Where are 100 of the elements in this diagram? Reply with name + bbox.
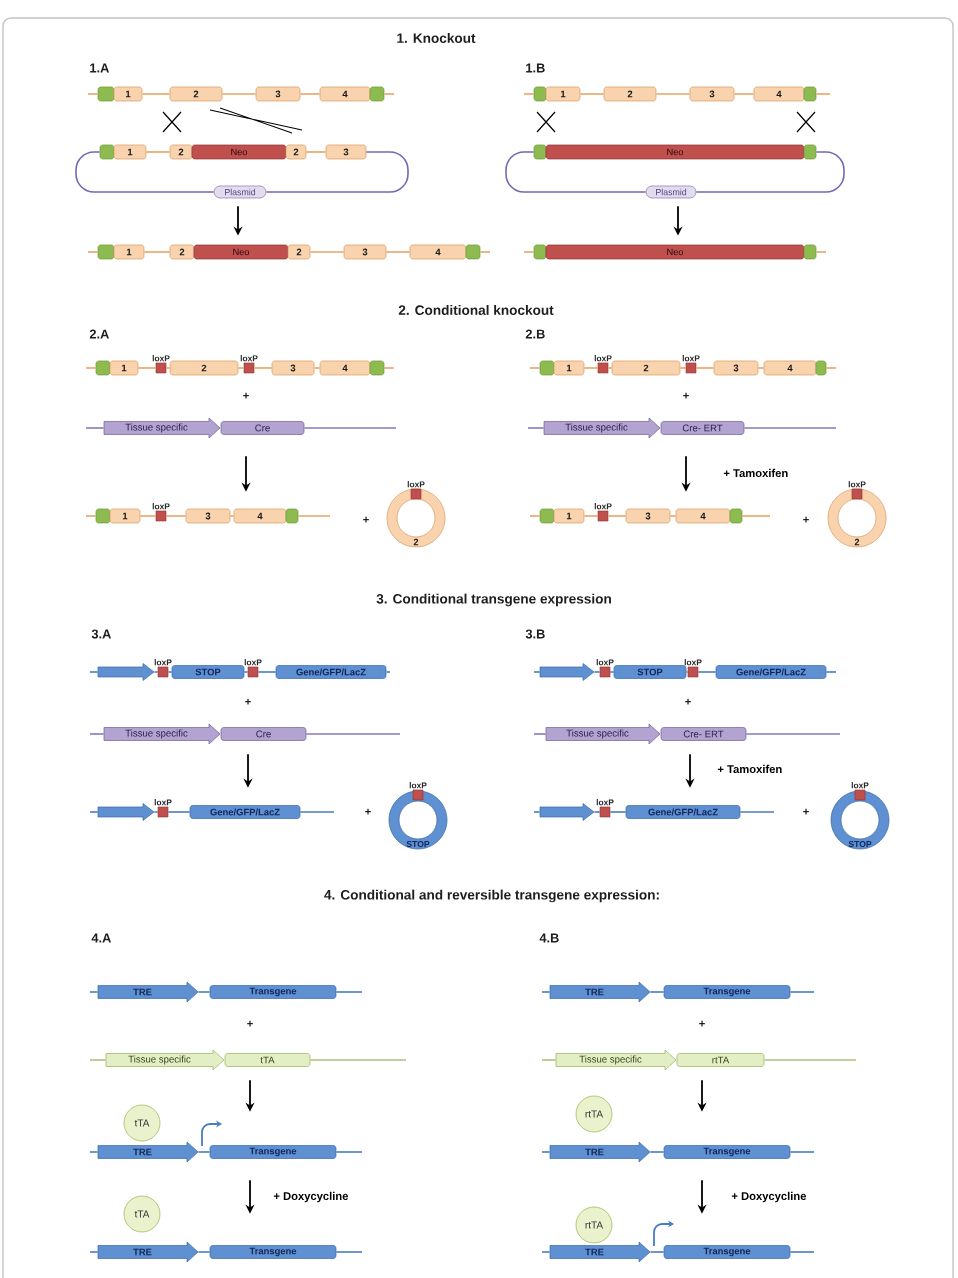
dna-line <box>583 367 599 369</box>
end-cap <box>533 244 547 260</box>
end-cap <box>369 360 385 376</box>
dna-line <box>607 367 613 369</box>
dna-line <box>253 367 273 369</box>
end-cap <box>533 144 547 160</box>
dna-line <box>303 427 397 429</box>
end-cap <box>465 244 481 260</box>
dna-line <box>299 811 335 813</box>
end-cap <box>95 508 111 524</box>
dna-line <box>649 1251 665 1253</box>
dna-line <box>335 1151 363 1153</box>
dna-line <box>789 1151 815 1153</box>
dna-line <box>383 367 395 369</box>
dna-line <box>757 367 765 369</box>
end-cap <box>803 244 817 260</box>
end-cap <box>729 508 743 524</box>
end-cap <box>99 144 115 160</box>
dna-line <box>527 427 545 429</box>
dna-line <box>85 427 105 429</box>
dna-line <box>583 515 599 517</box>
end-cap <box>285 508 299 524</box>
end-cap <box>803 144 817 160</box>
dna-line <box>385 251 411 253</box>
end-cap <box>803 86 817 102</box>
promoter-box <box>539 663 595 681</box>
dna-line <box>305 733 401 735</box>
dna-line <box>243 671 249 673</box>
dna-line <box>167 811 191 813</box>
dna-line <box>523 251 535 253</box>
dna-line <box>89 671 99 673</box>
dna-line <box>85 367 97 369</box>
dna-line <box>789 1251 815 1253</box>
dna-line <box>89 1151 99 1153</box>
dna-line <box>523 93 535 95</box>
dna-line <box>309 251 345 253</box>
dna-line <box>649 991 665 993</box>
dna-line <box>89 991 99 993</box>
dna-line <box>745 733 841 735</box>
end-cap <box>539 508 555 524</box>
dna-line <box>825 367 837 369</box>
dna-line <box>695 367 715 369</box>
dna-line <box>237 367 245 369</box>
dna-line <box>533 733 547 735</box>
dna-line <box>89 733 105 735</box>
plasmid-loop <box>265 151 409 193</box>
dna-line <box>335 1251 363 1253</box>
dna-line <box>741 515 771 517</box>
dna-line <box>137 367 157 369</box>
dna-line <box>197 1151 211 1153</box>
dna-line <box>529 515 541 517</box>
dna-line <box>609 811 627 813</box>
dna-line <box>309 1059 407 1061</box>
dna-line <box>153 811 159 813</box>
dna-line <box>85 515 97 517</box>
dna-line <box>541 1251 551 1253</box>
dna-line <box>479 251 491 253</box>
end-cap <box>815 360 827 376</box>
dna-line <box>89 1059 107 1061</box>
dna-line <box>579 93 605 95</box>
dna-line <box>679 367 687 369</box>
dna-line <box>297 515 331 517</box>
dna-line <box>167 671 173 673</box>
end-cap <box>539 360 555 376</box>
dna-line <box>335 991 363 993</box>
dna-line <box>529 367 541 369</box>
dna-line <box>139 515 157 517</box>
dna-line <box>145 151 171 153</box>
dna-line <box>541 991 551 993</box>
end-cap <box>97 244 115 260</box>
dna-line <box>229 515 235 517</box>
end-cap <box>369 86 385 102</box>
promoter-box <box>97 803 155 821</box>
dna-line <box>305 151 327 153</box>
dna-line <box>825 671 837 673</box>
dna-line <box>89 1251 99 1253</box>
dna-line <box>593 671 601 673</box>
dna-line <box>541 1151 551 1153</box>
dna-line <box>87 251 99 253</box>
dna-line <box>197 1251 211 1253</box>
dna-line <box>789 991 815 993</box>
dna-line <box>815 93 831 95</box>
promoter-box <box>97 663 155 681</box>
dna-line <box>257 671 277 673</box>
dna-line <box>533 671 541 673</box>
dna-line <box>607 515 627 517</box>
dna-line <box>87 93 99 95</box>
dna-line <box>593 811 601 813</box>
dna-line <box>143 251 171 253</box>
dna-line <box>733 93 755 95</box>
dna-line <box>763 1059 857 1061</box>
dna-line <box>197 991 211 993</box>
dna-line <box>383 93 395 95</box>
dna-line <box>153 671 159 673</box>
dna-line <box>141 93 171 95</box>
dna-line <box>669 515 677 517</box>
dna-line <box>609 671 615 673</box>
dna-line <box>541 1059 557 1061</box>
promoter-box <box>539 803 595 821</box>
dna-line <box>299 93 321 95</box>
